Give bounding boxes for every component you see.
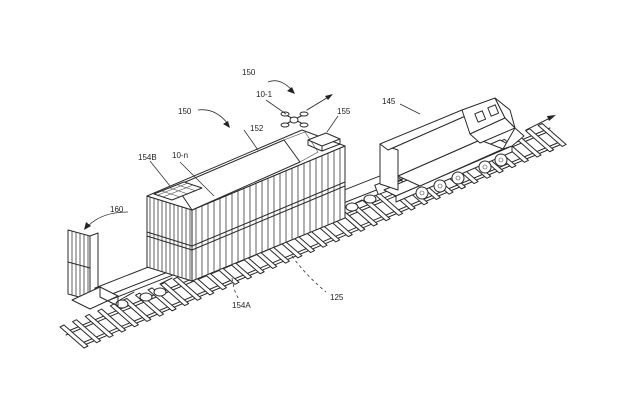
locomotive-wheels	[415, 153, 508, 200]
label-ref-150-left: 150	[178, 107, 192, 116]
track-tie	[160, 282, 190, 307]
label-ref-160: 160	[110, 205, 124, 214]
locomotive-rear-face	[379, 143, 399, 191]
label-ref-154b: 154B	[138, 153, 157, 162]
container-stack	[146, 129, 346, 282]
container-seam	[146, 181, 346, 247]
partial-railcar-160	[67, 229, 119, 310]
label-ref-10-1: 10-1	[256, 90, 273, 99]
track-tie	[172, 276, 202, 301]
flatcar-wheels	[115, 194, 377, 309]
container-front-ribs	[149, 196, 191, 281]
track-tie	[537, 122, 567, 147]
track-tie	[97, 308, 127, 333]
label-ref-154a: 154A	[232, 301, 251, 310]
uav-drone-10-1	[280, 94, 333, 128]
label-ref-10-n: 10-n	[172, 151, 188, 160]
track-tie	[84, 313, 114, 338]
track-tie	[109, 303, 139, 328]
track-tie	[122, 297, 152, 322]
track-tie	[59, 324, 89, 349]
reference-leaders	[84, 80, 421, 301]
label-ref-150-top: 150	[242, 68, 256, 77]
label-ref-155: 155	[337, 107, 351, 116]
locomotive-145	[379, 97, 556, 203]
label-ref-125: 125	[330, 293, 344, 302]
label-ref-152: 152	[250, 124, 264, 133]
label-ref-145: 145	[382, 97, 396, 106]
container-side-ribs	[195, 146, 341, 281]
track-tie	[72, 319, 102, 344]
